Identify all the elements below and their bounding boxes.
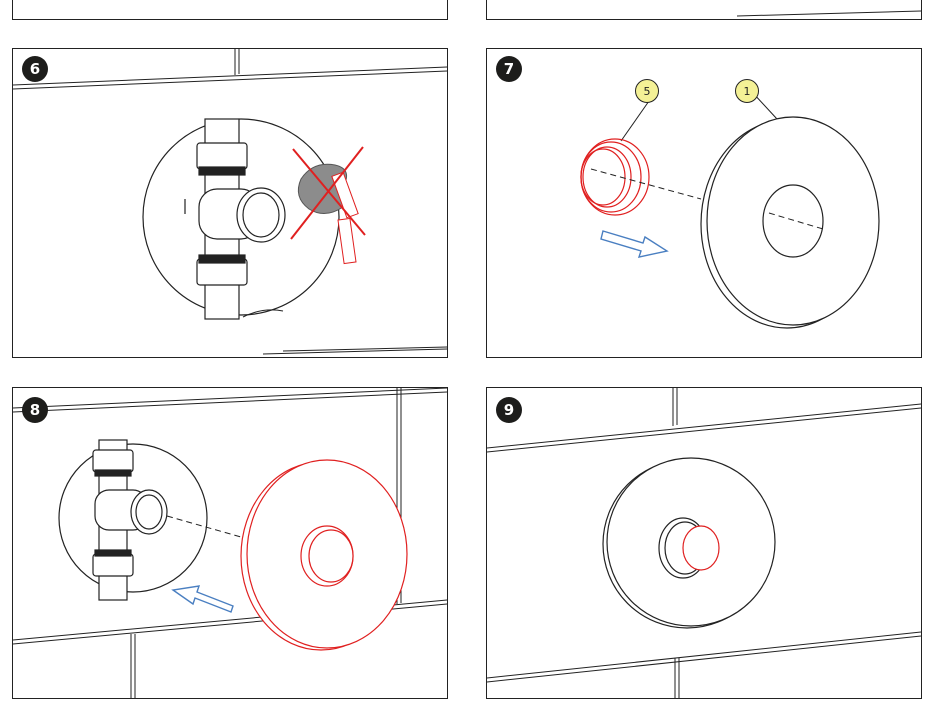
callout-5: 5 xyxy=(635,79,659,103)
callout-1: 1 xyxy=(735,79,759,103)
pipe-fitting-icon xyxy=(682,525,720,571)
tile-line xyxy=(736,10,922,17)
pipe-fitting-icon xyxy=(92,439,168,601)
move-direction-arrow-icon xyxy=(171,585,234,613)
pipe-fitting-icon xyxy=(184,118,286,320)
move-direction-arrow-icon xyxy=(600,230,669,258)
step-8-illustration xyxy=(13,388,447,698)
sleeve-ring-icon xyxy=(580,138,650,216)
step-8-panel: 8 xyxy=(12,387,448,699)
step-6-panel: 6 xyxy=(12,48,448,358)
step-9-illustration xyxy=(487,388,921,698)
rosette-cover-icon xyxy=(700,116,880,329)
step-badge-8: 8 xyxy=(22,397,48,423)
previous-step-panel-right xyxy=(486,0,922,20)
step-7-panel: 7 5 1 xyxy=(486,48,922,358)
prohibited-cross-icon xyxy=(290,146,366,240)
step-badge-7: 7 xyxy=(496,56,522,82)
rosette-cover-icon xyxy=(240,459,408,651)
step-badge-9: 9 xyxy=(496,397,522,423)
step-9-panel: 9 xyxy=(486,387,922,699)
previous-step-panel-left xyxy=(12,0,448,20)
step-6-illustration xyxy=(13,49,447,355)
step-7-illustration xyxy=(580,92,880,329)
step-badge-6: 6 xyxy=(22,56,48,82)
